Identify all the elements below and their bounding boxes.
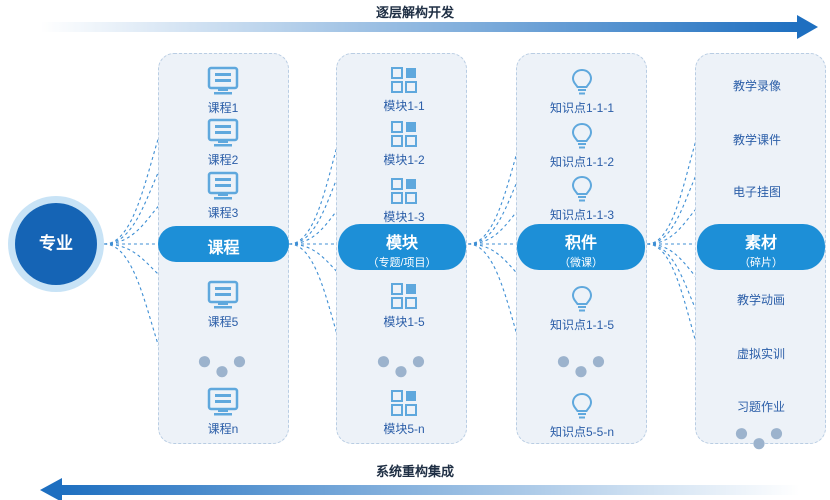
unit-item: 知识点1-1-3 (532, 175, 632, 223)
bottom-arrow (40, 478, 800, 500)
material-item-label: 电子挂图 (733, 185, 782, 199)
module-pill: 模块 （专题/项目） (338, 224, 466, 270)
unit-item-label: 知识点1-1-2 (549, 155, 614, 169)
module-to-unit-connector (467, 185, 561, 245)
material-pill-subtitle: （碎片） (739, 257, 783, 269)
course-item-label: 课程n (207, 422, 239, 436)
course-item: 课程1 (173, 66, 273, 116)
major-to-course-connector (103, 75, 201, 245)
course-item-label: 课程2 (207, 153, 239, 167)
bottom-banner-label: 系统重构集成 (375, 464, 454, 479)
material-pill-title: 素材 (744, 235, 777, 252)
material-item-label: 教学课件 (733, 133, 782, 147)
module-ellipsis: ● ● ● (375, 345, 433, 385)
monitor-icon (173, 280, 273, 310)
lightbulb-icon (532, 392, 632, 420)
unit-ellipsis: ● ● ● (555, 345, 613, 385)
monitor-icon (173, 171, 273, 201)
major-to-course-connector (103, 243, 201, 406)
monitor-icon (173, 118, 273, 148)
grid-icon (354, 282, 454, 310)
unit-pill-subtitle: （微课） (559, 257, 603, 269)
material-item-label: 虚拟实训 (737, 347, 786, 361)
lightbulb-icon (532, 175, 632, 203)
grid-icon (354, 120, 454, 148)
unit-item-label: 知识点1-1-1 (549, 101, 614, 115)
lightbulb-icon (532, 285, 632, 313)
major-to-course-connector (103, 129, 201, 245)
module-item: 模块1-2 (354, 120, 454, 168)
module-item-label: 模块1-2 (383, 153, 425, 167)
material-item-label: 教学录像 (733, 79, 782, 93)
grid-icon (354, 66, 454, 94)
lightbulb-icon (532, 68, 632, 96)
top-arrow (40, 15, 818, 39)
module-item: 模块1-1 (354, 66, 454, 114)
module-pill-subtitle: （专题/项目） (367, 257, 437, 269)
course-item: 课程n (173, 387, 273, 437)
course-item: 课程5 (173, 280, 273, 330)
module-item-label: 模块5-n (383, 422, 425, 436)
monitor-icon (173, 66, 273, 96)
major-node: 专业 (8, 196, 104, 292)
unit-item: 知识点1-1-5 (532, 285, 632, 333)
unit-item-label: 知识点1-1-5 (549, 318, 614, 332)
course-item-label: 课程5 (207, 315, 239, 329)
unit-to-material-connector (646, 137, 733, 245)
material-item-label: 习题作业 (737, 400, 786, 414)
course-item: 课程2 (173, 118, 273, 168)
unit-item: 知识点1-1-1 (532, 68, 632, 116)
top-banner-label: 逐层解构开发 (375, 5, 454, 20)
module-item-label: 模块1-1 (383, 99, 425, 113)
lightbulb-icon (532, 122, 632, 150)
monitor-icon (173, 387, 273, 417)
unit-item-label: 知识点1-1-3 (549, 208, 614, 222)
unit-item-label: 知识点5-5-n (549, 425, 614, 439)
course-pill-title: 课程 (207, 240, 240, 257)
module-item-label: 模块1-5 (383, 315, 425, 329)
major-label: 专业 (15, 203, 97, 285)
unit-pill-title: 积件 (564, 235, 597, 252)
material-item-label: 教学动画 (737, 293, 786, 307)
grid-icon (354, 389, 454, 417)
unit-item: 知识点5-5-n (532, 392, 632, 440)
module-item-label: 模块1-3 (383, 210, 425, 224)
course-item: 课程3 (173, 171, 273, 221)
course-item-label: 课程3 (207, 206, 239, 220)
course-ellipsis: ● ● ● (196, 345, 254, 385)
module-to-unit-connector (467, 81, 561, 245)
module-item: 模块1-3 (354, 177, 454, 225)
module-to-unit-connector (467, 243, 561, 297)
unit-pill: 积件 （微课） (517, 224, 645, 270)
material-pill: 素材 （碎片） (697, 224, 825, 270)
grid-icon (354, 177, 454, 205)
unit-item: 知识点1-1-2 (532, 122, 632, 170)
unit-to-material-connector (646, 243, 736, 299)
module-to-unit-connector (467, 243, 561, 406)
course-pill: 课程 (158, 226, 289, 262)
module-pill-title: 模块 (385, 235, 418, 252)
material-ellipsis: ● ● ● (733, 417, 791, 457)
module-item: 模块1-5 (354, 282, 454, 330)
course-item-label: 课程1 (207, 101, 239, 115)
module-item: 模块5-n (354, 389, 454, 437)
